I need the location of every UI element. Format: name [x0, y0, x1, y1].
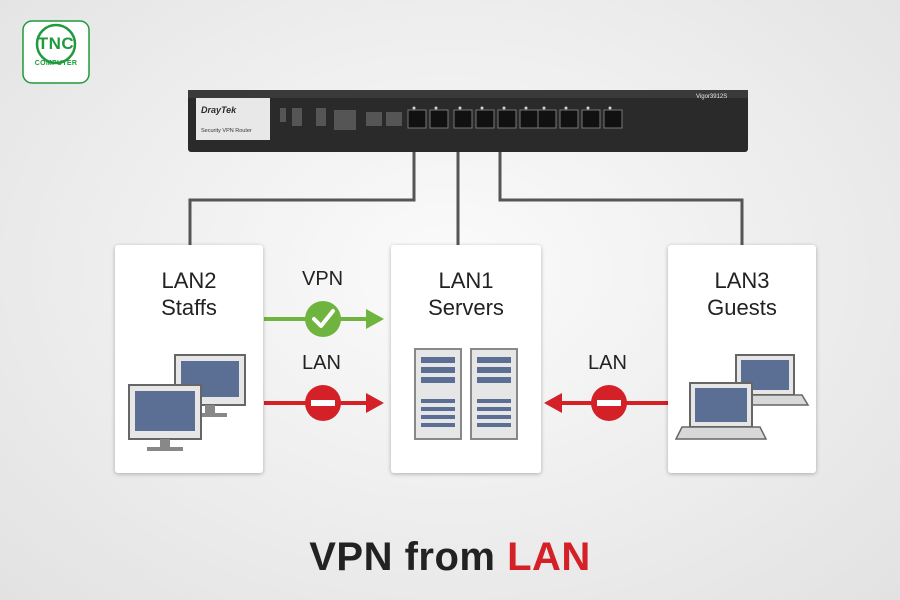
- lan3-label: LAN3: [714, 268, 770, 293]
- server-towers-icon: [414, 348, 518, 440]
- lan2-role-label: Staffs: [161, 295, 217, 320]
- lan3-role-label: Guests: [707, 295, 777, 320]
- vpn-arrow: [264, 301, 384, 337]
- lan-right-arrow-label: LAN: [588, 352, 627, 374]
- headline-part1: VPN from: [309, 535, 508, 579]
- lan1-label: LAN1: [438, 268, 494, 293]
- lan-left-arrow-label: LAN: [302, 352, 341, 374]
- router-caption-label: Security VPN Router: [201, 128, 252, 134]
- lan2-label: LAN2: [161, 268, 217, 293]
- laptops-icon: [674, 354, 810, 440]
- lan2-staffs-card: LAN2 Staffs: [115, 245, 263, 473]
- headline-part2: LAN: [507, 535, 591, 579]
- lan-left-arrow: [264, 385, 384, 421]
- draytek-router: [188, 78, 748, 152]
- router-to-lan3-line: [498, 150, 744, 245]
- no-entry-icon: [591, 385, 627, 421]
- logo-sub-text: COMPUTER: [34, 60, 78, 67]
- router-model-label: Vigor3912S: [696, 94, 728, 100]
- lan1-servers-card: LAN1 Servers: [391, 245, 541, 473]
- router-chassis-icon: [188, 90, 748, 152]
- logo-badge-icon: [22, 20, 90, 84]
- lan3-guests-card: LAN3 Guests: [668, 245, 816, 473]
- lan-right-arrow: [544, 385, 668, 421]
- lan1-role-label: Servers: [428, 295, 504, 320]
- logo-main-text: TNC: [37, 34, 75, 53]
- check-icon: [305, 301, 341, 337]
- desktop-computers-icon: [128, 354, 246, 451]
- tnc-computer-logo: TNC COMPUTER: [22, 20, 90, 84]
- router-brand-label: DrayTek: [201, 105, 237, 115]
- vpn-arrow-label: VPN: [302, 268, 344, 290]
- page-headline: VPN from LAN: [0, 535, 900, 580]
- no-entry-icon: [305, 385, 341, 421]
- router-to-lan2-line: [188, 150, 416, 245]
